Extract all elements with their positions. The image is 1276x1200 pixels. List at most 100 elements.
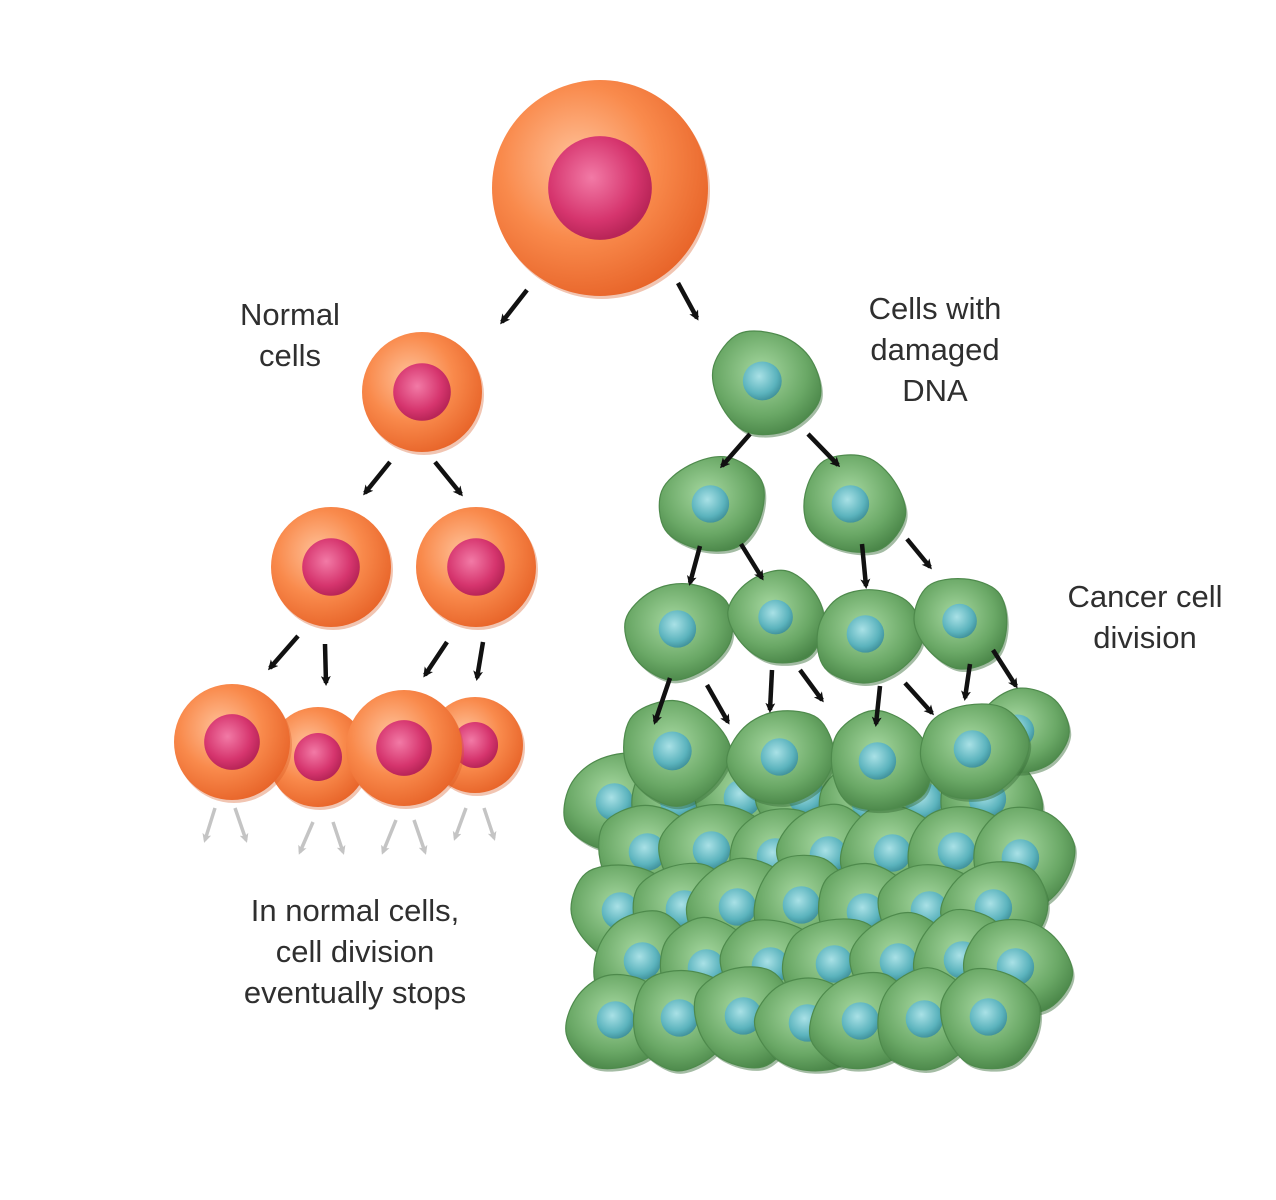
cancer-division-line-2: division: [1093, 620, 1197, 655]
nucleus: [658, 610, 697, 648]
nucleus: [969, 998, 1008, 1036]
nucleus: [937, 832, 976, 870]
normal-cell: [346, 690, 464, 809]
normal-cells-line-1: Normal: [240, 297, 340, 332]
nucleus: [660, 999, 699, 1037]
division-arrow: [652, 677, 673, 725]
division-arrow: [686, 545, 703, 586]
division-arrow: [363, 460, 392, 496]
nucleus: [204, 714, 260, 770]
cancer-cell: [913, 578, 1009, 673]
faded-arrow: [452, 807, 468, 841]
nucleus: [294, 733, 342, 781]
nucleus: [953, 730, 992, 768]
faded-arrow: [298, 821, 315, 855]
division-arrow: [798, 668, 824, 703]
faded-arrow: [482, 807, 497, 841]
cancer-cell: [624, 583, 735, 684]
nucleus: [447, 538, 505, 596]
division-arrow: [500, 288, 529, 325]
damaged-dna-label: Cells with damaged DNA: [840, 288, 1030, 411]
nucleus: [858, 742, 897, 780]
nucleus: [873, 834, 912, 872]
nucleus: [724, 997, 763, 1035]
nucleus: [841, 1002, 880, 1040]
faded-arrow: [412, 819, 428, 855]
division-arrow: [859, 543, 871, 589]
normal-stop-line-2: cell division: [275, 934, 435, 969]
nucleus: [623, 942, 662, 980]
faded-arrow: [381, 819, 398, 855]
nucleus: [451, 721, 499, 769]
nucleus: [628, 833, 667, 871]
division-arrow: [739, 542, 764, 581]
nucleus: [831, 485, 870, 523]
division-arrow: [903, 681, 935, 716]
nucleus: [718, 888, 757, 926]
nucleus: [692, 831, 731, 869]
nucleus: [302, 538, 360, 596]
cancer-cell: [658, 456, 767, 555]
nucleus: [393, 363, 451, 421]
cells: [174, 80, 1072, 814]
cancer-cell: [830, 709, 934, 814]
nucleus: [758, 599, 793, 635]
damaged-cell: [711, 330, 823, 438]
parent-cell: [492, 80, 710, 299]
normal-stop-line-1: In normal cells,: [250, 893, 460, 928]
cancer-division-line-1: Cancer cell: [1067, 579, 1223, 614]
division-arrow: [871, 685, 883, 727]
normal-cell: [362, 332, 484, 455]
faded-arrow: [233, 807, 249, 843]
nucleus: [376, 720, 432, 776]
nucleus: [782, 886, 821, 924]
cancer-cell: [919, 703, 1032, 802]
faded-arrow: [202, 807, 217, 843]
nucleus: [846, 615, 885, 653]
nucleus: [596, 1001, 635, 1039]
damaged-dna-line-1: Cells with: [868, 291, 1002, 326]
nucleus: [652, 731, 692, 771]
nucleus: [742, 361, 782, 401]
normal-stop-line-3: eventually stops: [243, 975, 467, 1010]
cancer-cell-mass: [563, 748, 1077, 1074]
damaged-dna-line-2: damaged: [870, 332, 1000, 367]
arrows: [202, 281, 1018, 855]
nucleus: [879, 943, 918, 981]
normal-cell: [416, 507, 538, 630]
nucleus: [905, 1000, 944, 1038]
nucleus: [691, 485, 730, 523]
cancer-division-label: Cancer cell division: [1050, 576, 1240, 658]
division-arrow: [905, 537, 932, 570]
division-arrow: [320, 643, 331, 686]
normal-cell: [174, 684, 292, 803]
cancer-cell: [726, 710, 836, 807]
faded-arrow: [331, 821, 346, 855]
normal-cell: [268, 707, 370, 810]
normal-stop-label: In normal cells, cell division eventuall…: [210, 890, 500, 1013]
division-arrow: [676, 281, 699, 321]
damaged-dna-line-3: DNA: [902, 373, 968, 408]
division-arrow: [961, 663, 973, 701]
nucleus: [942, 603, 977, 639]
cancer-cell: [803, 454, 908, 556]
division-arrow: [720, 432, 752, 469]
nucleus: [760, 738, 799, 776]
division-arrow: [268, 634, 300, 671]
normal-cells-label: Normal cells: [215, 294, 365, 376]
cancer-cell: [623, 699, 733, 810]
division-arrow: [473, 641, 486, 681]
division-arrow: [765, 669, 776, 713]
nucleus: [815, 945, 854, 983]
nucleus: [548, 136, 652, 240]
division-arrow: [991, 648, 1018, 689]
division-arrow: [806, 432, 841, 468]
cancer-cell: [816, 589, 925, 687]
division-arrow: [433, 460, 463, 497]
normal-cell: [271, 507, 393, 630]
cancer-mass-cell: [940, 967, 1043, 1072]
division-arrow: [705, 683, 730, 725]
normal-cells-line-2: cells: [258, 338, 321, 373]
